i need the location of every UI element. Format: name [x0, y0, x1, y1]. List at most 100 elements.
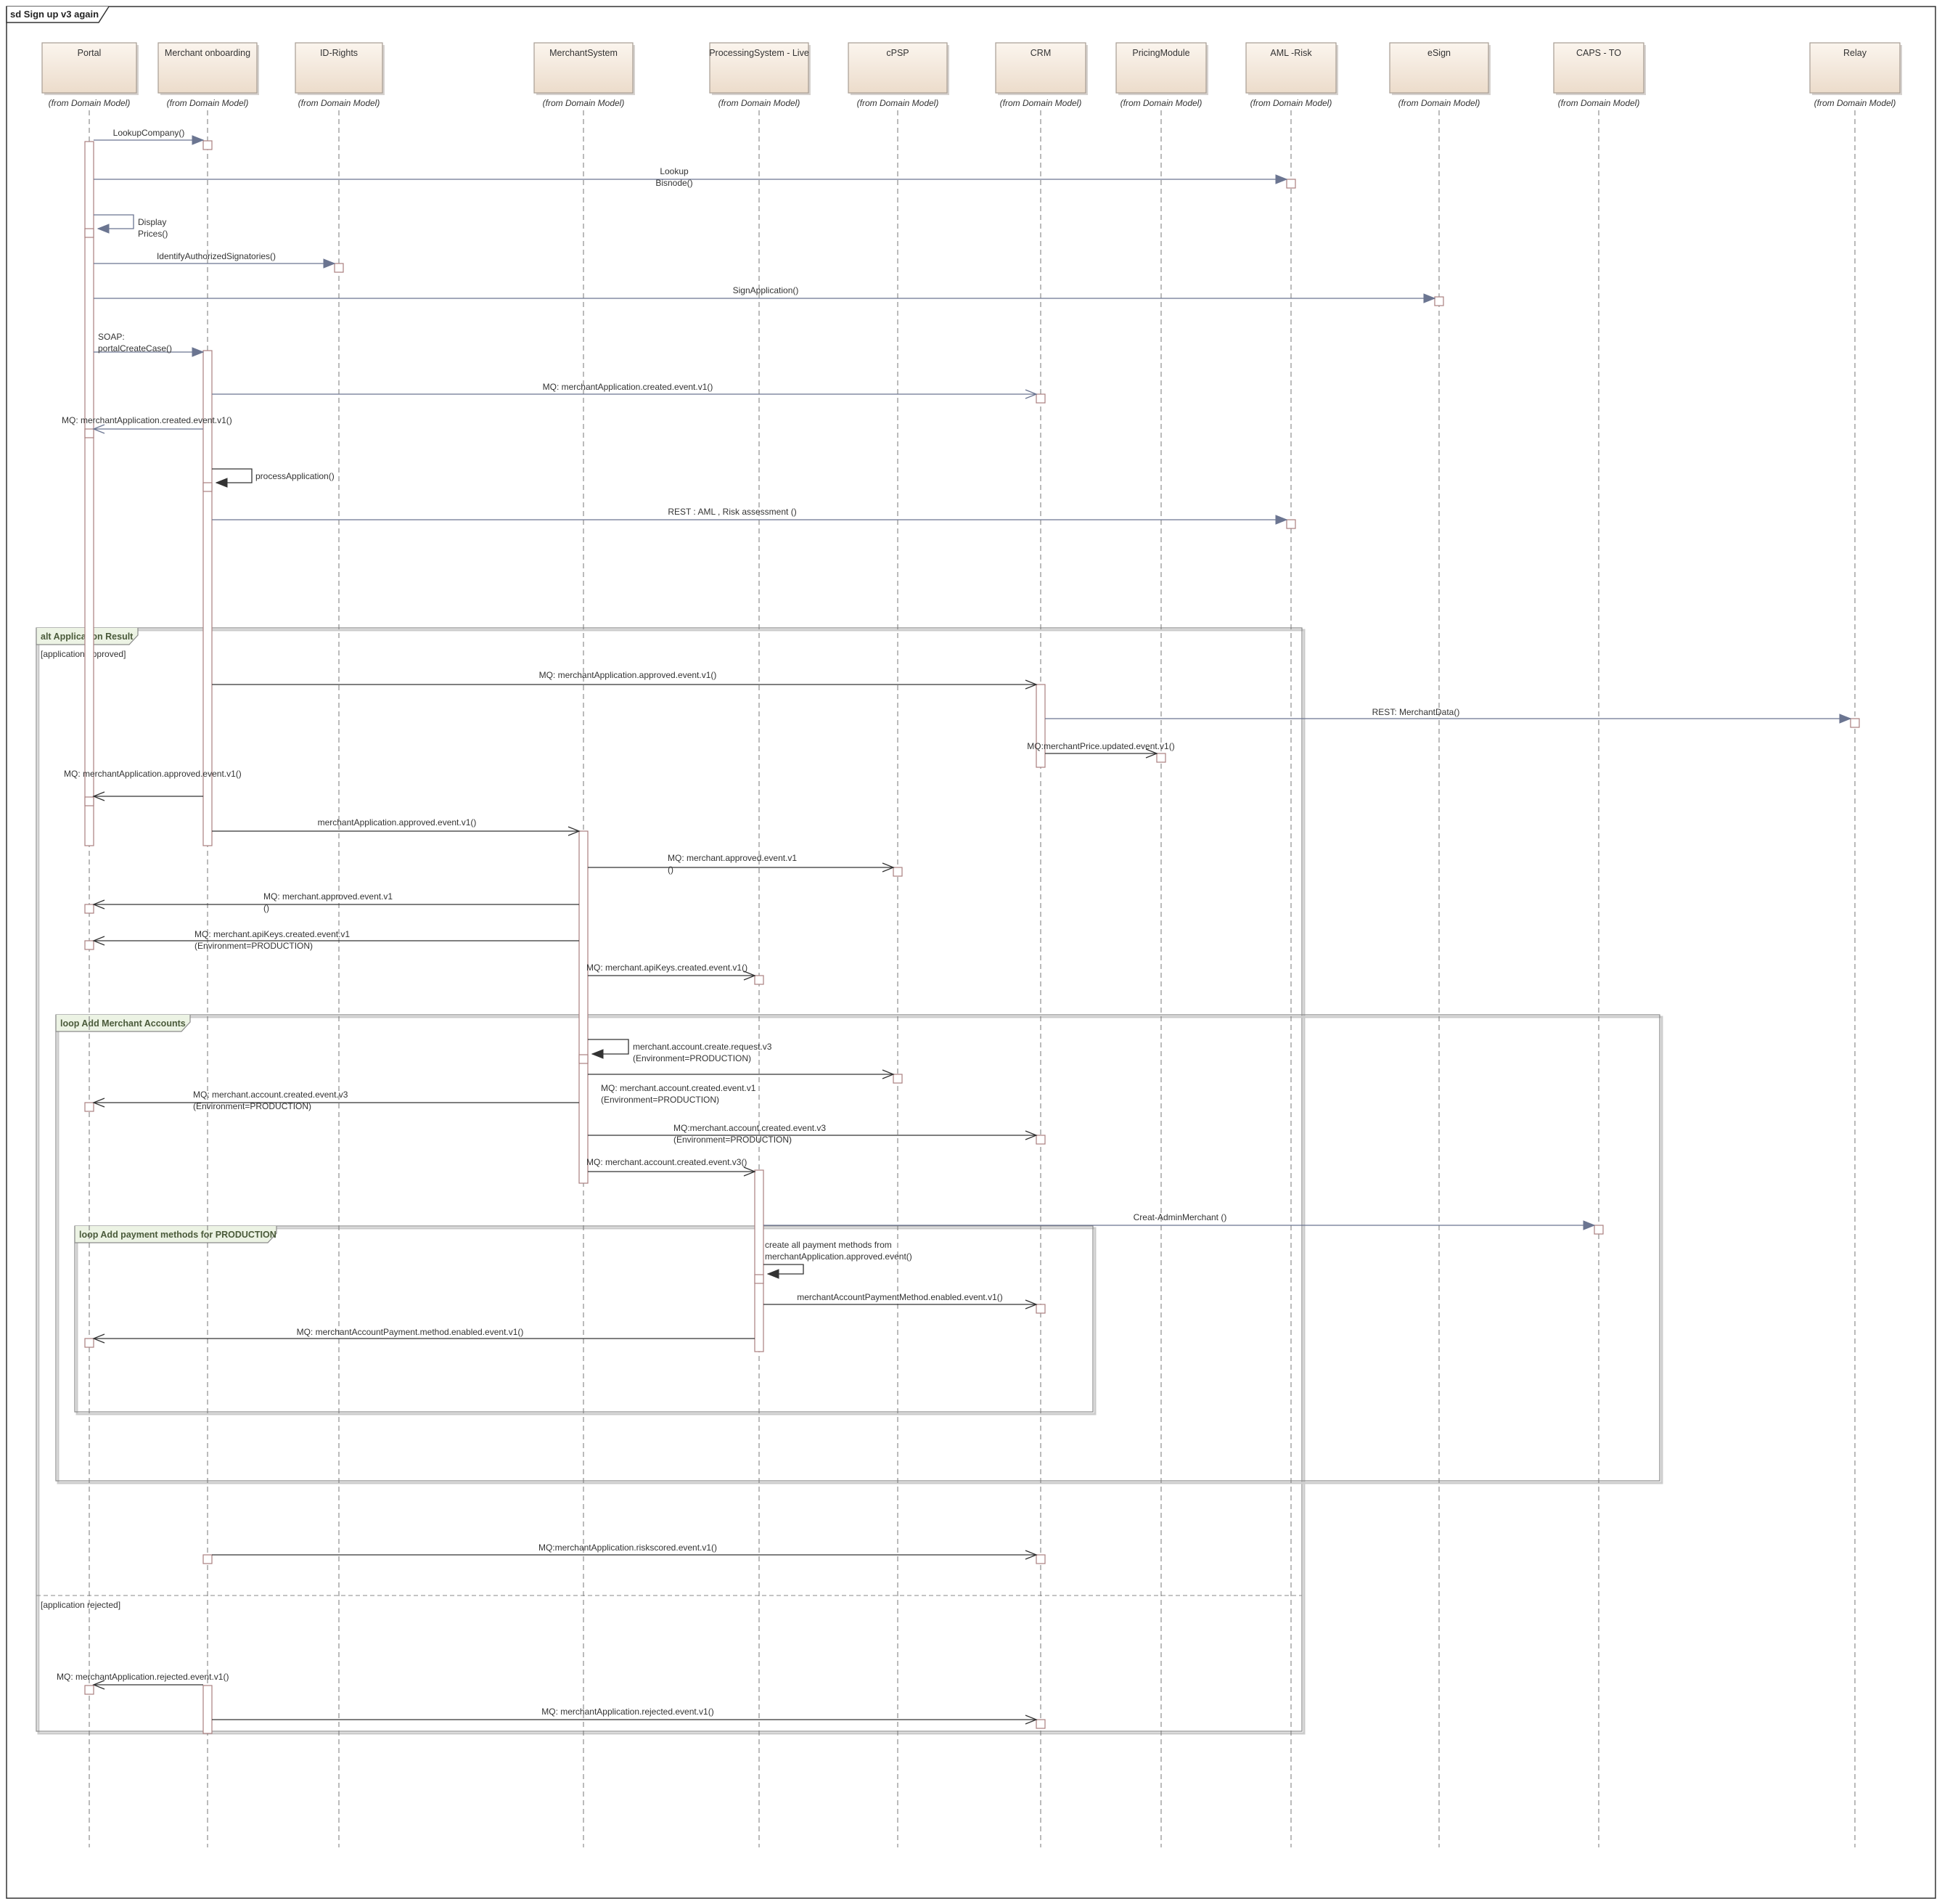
execution-box	[202, 482, 213, 492]
arrowhead	[1275, 174, 1288, 184]
activation-bar	[84, 141, 94, 846]
message-m28: MQ: merchantAccountPayment.method.enable…	[92, 1327, 755, 1344]
arrowhead	[92, 936, 105, 946]
message-label: MQ: merchantApplication.rejected.event.v…	[57, 1672, 229, 1682]
message-m7: MQ: merchantApplication.created.event.v1…	[212, 382, 1038, 399]
lifeline-box	[995, 42, 1086, 94]
message-label: (Environment=PRODUCTION)	[601, 1095, 719, 1105]
message-m6: SOAP:portalCreateCase()	[94, 332, 205, 357]
lifeline-stereotype: (from Domain Model)	[1398, 98, 1480, 108]
lifeline-name: Portal	[78, 48, 102, 58]
message-m4: IdentifyAuthorizedSignatories()	[94, 251, 336, 269]
message-label: Prices()	[138, 229, 168, 239]
fragment-box	[55, 1014, 1660, 1482]
arrowhead	[1583, 1220, 1596, 1230]
message-label: MQ:merchantPrice.updated.event.v1()	[1027, 741, 1174, 751]
arrowhead	[1025, 1299, 1038, 1309]
message-label: MQ: merchant.approved.event.v1	[668, 853, 797, 863]
message-m21: MQ: merchant.account.created.event.v1 (En…	[588, 1069, 895, 1105]
message-label: MQ: merchant.account.created.event.v1	[601, 1083, 756, 1093]
fragment-operator: alt	[41, 632, 52, 642]
message-label: MQ: merchantApplication.rejected.event.v…	[541, 1707, 713, 1717]
message-m11: MQ: merchantApplication.approved.event.v…	[212, 670, 1038, 690]
arrowhead	[1423, 293, 1436, 303]
message-label: MQ: merchant.account.created.event.v3()	[586, 1157, 747, 1167]
lifeline-name: ID-Rights	[320, 48, 358, 58]
execution-box	[84, 904, 94, 914]
lifeline-stereotype: (from Domain Model)	[298, 98, 380, 108]
lifeline-stereotype: (from Domain Model)	[1000, 98, 1082, 108]
message-m15: merchantApplication.approved.event.v1()	[212, 817, 581, 836]
lifeline-msys: MerchantSystem(from Domain Model)	[533, 42, 635, 1847]
lifeline-esign: eSign (from Domain Model)	[1389, 42, 1491, 1847]
message-label: ()	[668, 865, 673, 875]
execution-box	[1036, 1304, 1046, 1314]
message-label: MQ:merchant.account.created.event.v3	[673, 1123, 826, 1133]
lifeline-box	[41, 42, 137, 94]
message-label: Creat-AdminMerchant ()	[1134, 1212, 1227, 1222]
message-label: MQ: merchantApplication.approved.event.v…	[64, 769, 242, 779]
activation-bar	[1036, 684, 1046, 768]
execution-box	[578, 1054, 589, 1064]
lifeline-box	[709, 42, 809, 94]
message-m5: SignApplication()	[94, 285, 1436, 303]
lifeline-idrights: ID-Rights (from Domain Model)	[295, 42, 385, 1847]
fragment-operator: loop	[79, 1230, 99, 1240]
message-m18: MQ: merchant.apiKeys.created.event.v1(En…	[92, 929, 579, 951]
message-label: (Environment=PRODUCTION)	[194, 941, 313, 951]
execution-box	[1850, 718, 1860, 728]
lifeline-box	[1553, 42, 1644, 94]
execution-box	[1286, 519, 1296, 529]
fragment-loop1: loop Add Merchant Accounts	[55, 1014, 1663, 1484]
arrowhead	[1025, 1550, 1038, 1560]
execution-box	[84, 940, 94, 950]
message-label: MQ: merchant.approved.event.v1	[263, 891, 393, 902]
arrowhead	[215, 478, 228, 488]
message-m20: merchant.account.create.request.v3(Envir…	[588, 1039, 772, 1063]
fragment-shadow	[37, 629, 1306, 1735]
arrowhead	[882, 1069, 895, 1079]
arrowhead	[1025, 679, 1038, 690]
message-label: Lookup	[660, 166, 689, 176]
activation-bar	[202, 350, 213, 846]
message-line	[212, 468, 253, 483]
execution-box	[84, 1102, 94, 1112]
message-label: Display	[138, 217, 166, 227]
fragment-shadow	[57, 1016, 1663, 1484]
lifeline-proc: ProcessingSystem - Live(from Domain Mode…	[709, 42, 811, 1847]
arrowhead	[192, 347, 205, 357]
message-label: MQ: merchantApplication.approved.event.v…	[539, 670, 717, 680]
lifeline-name: eSign	[1427, 48, 1451, 58]
message-m19: MQ: merchant.apiKeys.created.event.v1()	[586, 963, 756, 981]
fragment-label: loop Add Merchant Accounts	[60, 1018, 186, 1029]
execution-box	[1036, 393, 1046, 404]
message-line	[588, 1039, 629, 1055]
execution-box	[202, 1554, 213, 1564]
arrowhead	[1025, 389, 1038, 399]
message-label: create all payment methods from	[765, 1240, 892, 1250]
lifeline-name: Relay	[1843, 48, 1867, 58]
lifeline-stereotype: (from Domain Model)	[1814, 98, 1896, 108]
fragment-shadow	[75, 1227, 1097, 1415]
execution-box	[1594, 1225, 1604, 1235]
message-label: (Environment=PRODUCTION)	[673, 1135, 792, 1145]
execution-box	[893, 867, 903, 877]
message-m8: MQ: merchantApplication.created.event.v1…	[62, 415, 232, 434]
message-label: MQ: merchantApplication.created.event.v1…	[543, 382, 713, 392]
message-m31: MQ: merchantApplication.rejected.event.v…	[212, 1707, 1038, 1725]
lifeline-stereotype: (from Domain Model)	[718, 98, 800, 108]
message-label: merchantApplication.approved.event()	[765, 1251, 912, 1262]
arrowhead	[92, 899, 105, 910]
lifeline-stereotype: (from Domain Model)	[167, 98, 249, 108]
message-label: MQ: merchant.account.created.event.v3	[193, 1090, 348, 1100]
message-label: SignApplication()	[733, 285, 799, 295]
lifeline-box	[157, 42, 258, 94]
lifeline-name: AML -Risk	[1270, 48, 1312, 58]
fragment-guard: [application rejected]	[41, 1600, 120, 1610]
frame-title: sd Sign up v3 again	[10, 9, 99, 20]
execution-box	[1036, 1554, 1046, 1564]
arrowhead	[192, 135, 205, 145]
execution-box	[1434, 296, 1444, 306]
message-line	[94, 214, 134, 229]
